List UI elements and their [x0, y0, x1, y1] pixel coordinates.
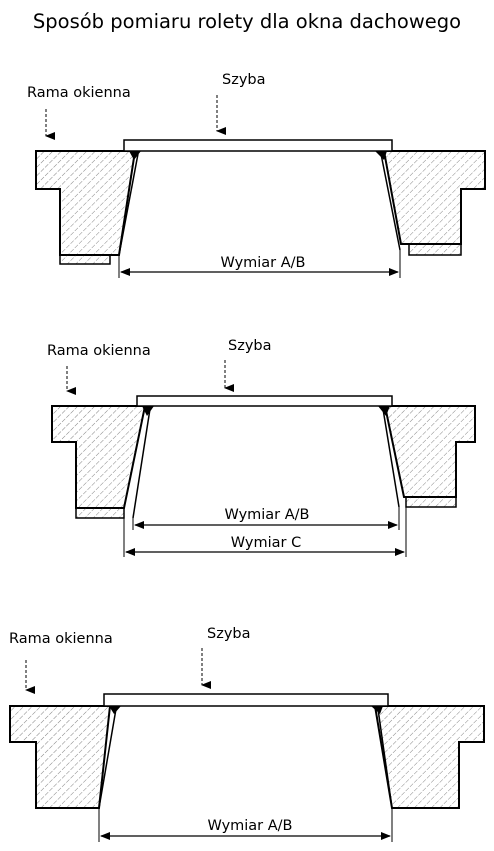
diagram-2: Wymiar A/B Wymiar C Rama okienna Szyba	[47, 338, 476, 557]
dimension-label-ab-1: Wymiar A/B	[220, 255, 305, 271]
frame-right-1	[382, 150, 486, 245]
dimension-label-c: Wymiar C	[231, 535, 301, 551]
seal-right-2	[405, 496, 457, 508]
glass-pane-3	[103, 693, 389, 707]
seal-left-1	[59, 254, 111, 265]
frame-right-2	[383, 405, 476, 498]
page-title: Sposób pomiaru rolety dla okna dachowego	[32, 10, 462, 33]
frame-label-1: Rama okienna	[27, 85, 131, 101]
glass-pane-2	[136, 395, 393, 407]
frame-right-3	[373, 705, 485, 809]
seal-left-2	[75, 507, 125, 519]
frame-label-3: Rama okienna	[9, 631, 113, 647]
diagram-1: Wymiar A/B Rama okienna Szyba	[27, 72, 486, 278]
seal-right-1	[408, 243, 462, 256]
frame-left-2	[51, 405, 147, 509]
glass-label-1: Szyba	[222, 72, 266, 88]
glass-corner-left-3	[109, 706, 121, 714]
dimension-label-ab-3: Wymiar A/B	[207, 818, 292, 834]
diagram-3: Wymiar A/B Rama okienna Szyba	[9, 626, 485, 842]
glass-pane-1	[123, 139, 393, 152]
frame-left-1	[35, 150, 137, 256]
glass-label-2: Szyba	[228, 338, 272, 354]
dimension-label-ab-2: Wymiar A/B	[224, 507, 309, 523]
frame-label-2: Rama okienna	[47, 343, 151, 359]
glass-corner-left-2	[142, 406, 154, 416]
glass-corner-right-3	[371, 706, 383, 714]
glass-label-3: Szyba	[207, 626, 251, 642]
frame-left-3	[9, 705, 112, 809]
glass-corner-left-1	[129, 151, 141, 160]
